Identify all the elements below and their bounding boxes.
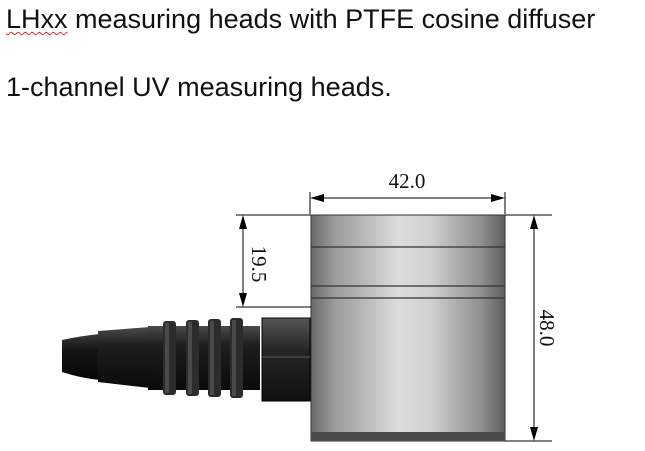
page-subtitle: 1-channel UV measuring heads. bbox=[6, 72, 392, 102]
cable-strain-relief bbox=[98, 318, 260, 398]
connector-nut bbox=[261, 317, 311, 402]
page-title: LHxx measuring heads with PTFE cosine di… bbox=[6, 6, 595, 33]
title-description: measuring heads with PTFE cosine diffuse… bbox=[67, 4, 596, 34]
dimension-height: 48.0 bbox=[505, 214, 559, 442]
width-dimension-label: 42.0 bbox=[389, 169, 426, 193]
dimension-width: 42.0 bbox=[309, 169, 506, 214]
sensor-housing bbox=[310, 214, 506, 442]
cable bbox=[62, 334, 100, 380]
height-dimension-label: 48.0 bbox=[535, 310, 559, 347]
cap-dimension-label: 19.5 bbox=[247, 246, 271, 283]
dimension-cap: 19.5 bbox=[236, 214, 311, 308]
title-model-code: LHxx bbox=[6, 4, 68, 34]
